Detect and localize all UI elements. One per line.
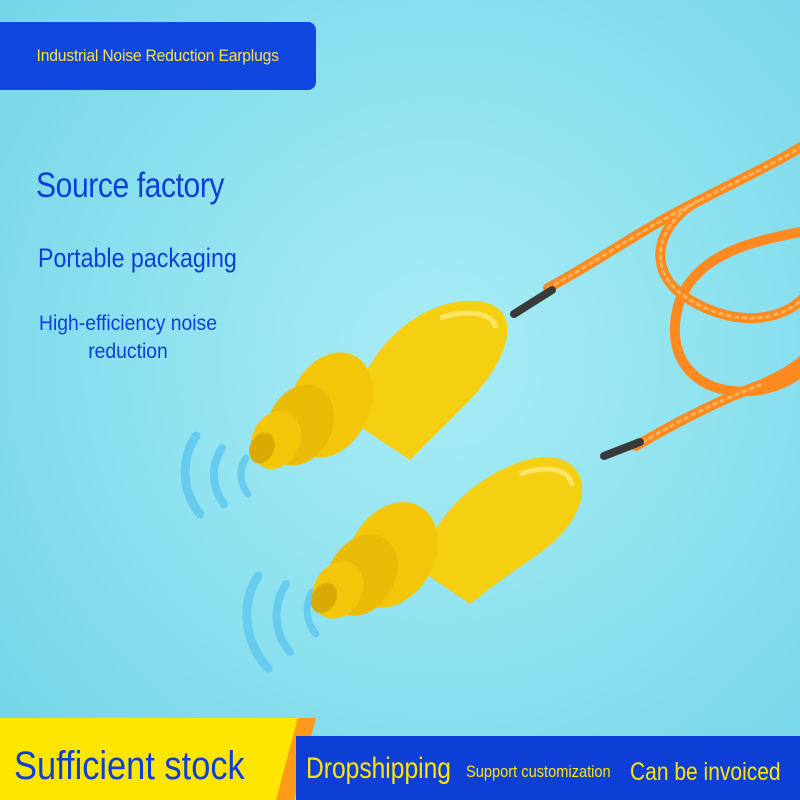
- sound-wave-icon: [180, 431, 252, 519]
- footer-stock-label: Sufficient stock: [14, 744, 245, 788]
- footer-bar: Sufficient stock Dropshipping Support cu…: [0, 718, 800, 800]
- footer-yellow-panel: [0, 718, 300, 800]
- footer-blue-panel: [296, 736, 800, 800]
- footer-item-dropshipping: Dropshipping: [306, 752, 451, 785]
- product-title: Industrial Noise Reduction Earplugs: [36, 46, 280, 65]
- feature-noise-reduction: High-efficiency noise reduction: [39, 312, 217, 363]
- cord-icon: [510, 141, 800, 460]
- sound-wave-icon: [242, 571, 320, 673]
- feature-source-factory: Source factory: [36, 166, 225, 205]
- footer-item-invoiced: Can be invoiced: [630, 758, 781, 786]
- earplug-icon: [310, 457, 583, 619]
- footer-item-customization: Support customization: [466, 762, 611, 781]
- earplug-icon: [249, 300, 508, 470]
- feature-portable-packaging: Portable packaging: [38, 243, 237, 273]
- title-banner: Industrial Noise Reduction Earplugs: [0, 22, 316, 90]
